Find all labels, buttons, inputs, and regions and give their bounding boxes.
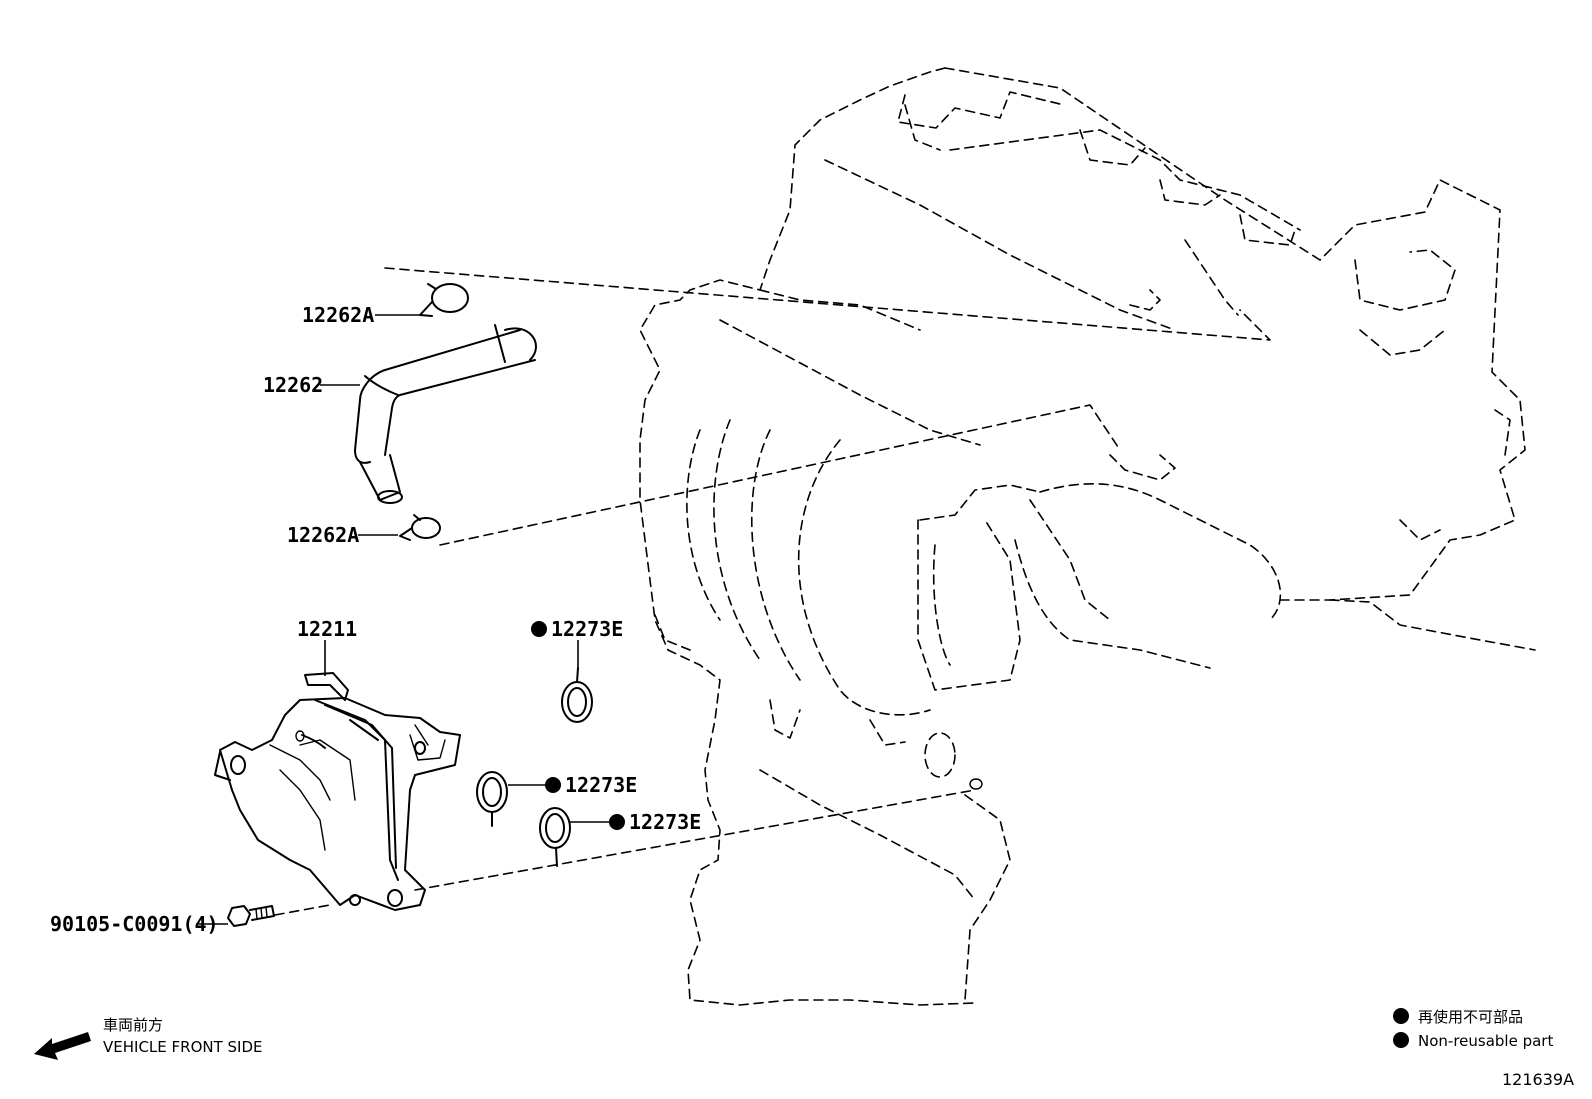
legend-text-en: Non-reusable part [1418,1032,1553,1050]
non-reusable-mark-2 [545,777,561,793]
legend-mark-en [1393,1032,1409,1048]
direction-label-en: VEHICLE FRONT SIDE [103,1038,263,1056]
engine-outline [639,67,1536,1006]
label-hose: 12262 [263,373,323,397]
gasket-1 [561,667,593,723]
ventilation-hose [354,324,537,504]
legend-text-jp: 再使用不可部品 [1418,1008,1523,1026]
gasket-3 [539,807,571,867]
vehicle-front-arrow-icon [34,1032,91,1060]
label-gasket-2: 12273E [565,773,637,797]
illustration-reference-code: 121639A [1502,1070,1574,1089]
label-clip-top: 12262A [302,303,374,327]
direction-label-jp: 車両前方 [103,1016,163,1034]
gasket-2 [476,771,508,827]
non-reusable-mark-3 [609,814,625,830]
non-reusable-mark-1 [531,621,547,637]
flange-bolt [227,905,275,927]
label-gasket-3: 12273E [629,810,701,834]
label-case: 12211 [297,617,357,641]
label-clip-bottom: 12262A [287,523,359,547]
label-bolt: 90105-C0091(4) [50,912,219,936]
legend-mark-jp [1393,1008,1409,1024]
hose-clip-top [419,283,469,317]
hose-clip-bottom [399,514,441,541]
label-gasket-1: 12273E [551,617,623,641]
assembly-lines [274,267,1271,916]
separator-case [214,672,461,911]
legend: 再使用不可部品 Non-reusable part [1393,1008,1553,1050]
